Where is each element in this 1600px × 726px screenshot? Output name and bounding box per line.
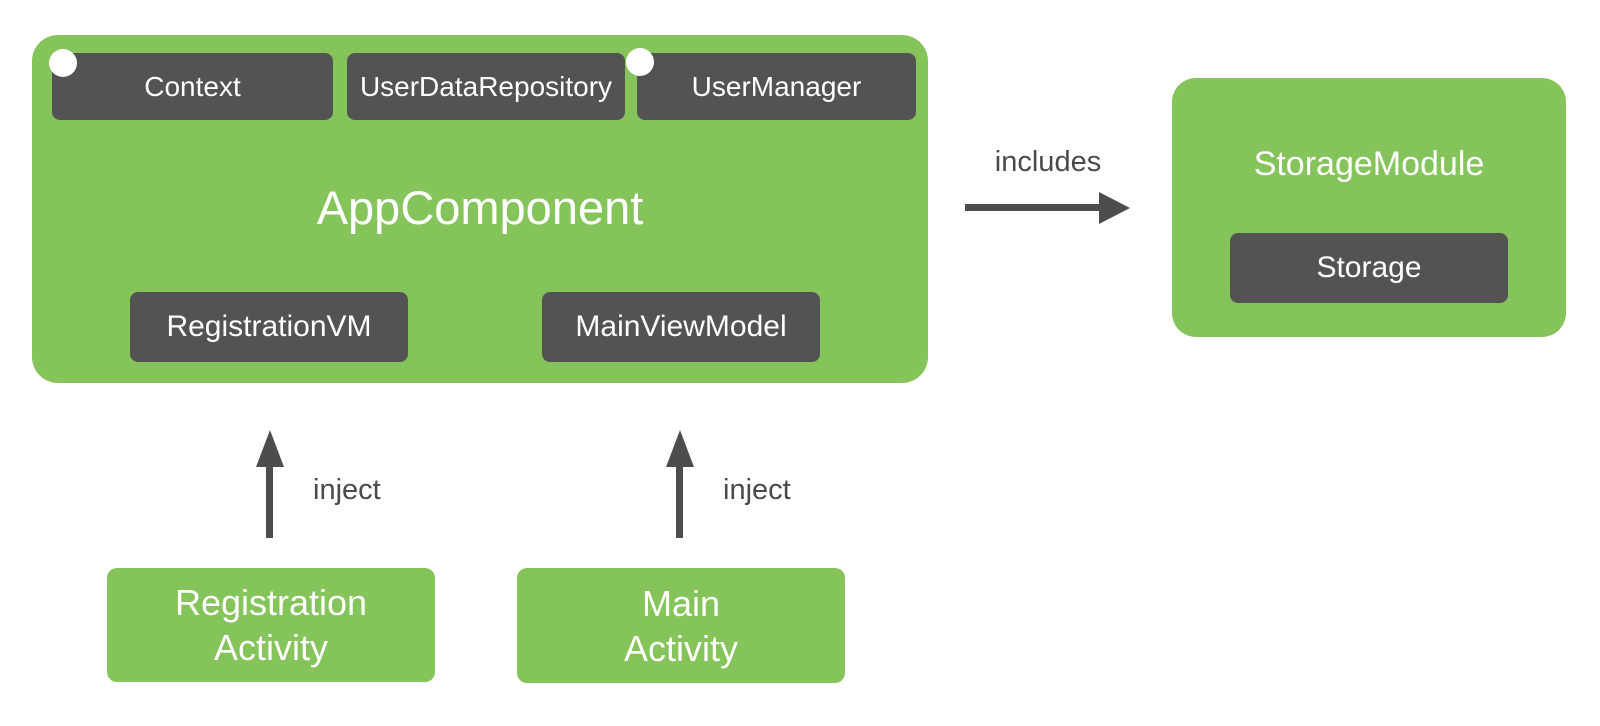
chip-context-label: Context — [144, 70, 241, 102]
inject-registration-arrow-line — [266, 464, 273, 538]
app-component-box: Context UserDataRepository UserManager A… — [32, 35, 928, 383]
app-component-title: AppComponent — [316, 180, 644, 234]
chip-mainviewmodel: MainViewModel — [542, 292, 820, 362]
chip-mainviewmodel-label: MainViewModel — [575, 310, 787, 343]
chip-registrationvm: RegistrationVM — [130, 292, 408, 362]
registration-activity-box: Registration Activity — [107, 568, 435, 682]
chip-usermanager-label: UserManager — [691, 70, 862, 102]
main-activity-box: Main Activity — [517, 568, 845, 683]
chip-registrationvm-label: RegistrationVM — [166, 310, 372, 343]
chip-userdatarepository: UserDataRepository — [347, 53, 625, 120]
inject-registration-arrow-head — [256, 430, 284, 467]
scope-dot-usermanager — [626, 48, 654, 76]
scope-dot-context — [49, 49, 77, 77]
main-activity-line1: Main — [641, 582, 721, 624]
chip-context: Context — [52, 53, 333, 120]
inject-main-arrow-head — [666, 430, 694, 467]
chip-userdatarepository-label: UserDataRepository — [359, 70, 613, 102]
chip-usermanager: UserManager — [637, 53, 916, 120]
main-activity-line2: Activity — [623, 627, 738, 669]
includes-edge-label: includes — [994, 146, 1102, 178]
chip-storage: Storage — [1230, 233, 1508, 303]
inject-main-arrow-line — [676, 464, 683, 538]
includes-arrow-line — [965, 204, 1102, 211]
storage-module-box: StorageModule Storage — [1172, 78, 1566, 337]
storage-module-title: StorageModule — [1253, 144, 1485, 183]
inject-registration-edge-label: inject — [313, 474, 381, 506]
chip-storage-label: Storage — [1316, 251, 1422, 284]
registration-activity-line1: Registration — [174, 582, 368, 623]
registration-activity-line2: Activity — [213, 627, 328, 668]
includes-arrow-head — [1099, 192, 1130, 224]
inject-main-edge-label: inject — [723, 474, 791, 506]
